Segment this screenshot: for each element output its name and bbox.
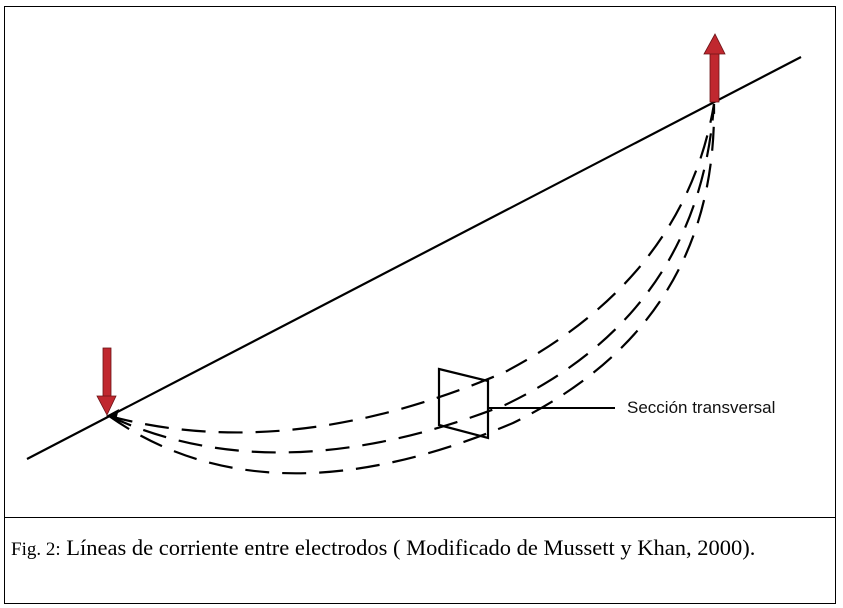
diagram-area: Sección transversal <box>5 7 835 517</box>
arrowhead-icon <box>106 409 119 420</box>
current-flow-lines <box>108 103 716 475</box>
current-lines-diagram: Sección transversal <box>26 33 802 475</box>
section-label: Sección transversal <box>627 398 775 417</box>
caption-text: Líneas de corriente entre electrodos ( M… <box>66 535 756 560</box>
current-line-1 <box>108 103 716 434</box>
figure-frame: Sección transversal Fig. 2: Líneas de co… <box>4 6 836 604</box>
cross-section-shape <box>437 367 490 440</box>
caption-divider <box>5 517 835 518</box>
current-line-3 <box>108 103 716 475</box>
figure-caption: Fig. 2: Líneas de corriente entre electr… <box>11 534 826 564</box>
current-line-2 <box>108 103 716 454</box>
caption-label: Fig. 2: <box>11 539 61 560</box>
ground-surface-line <box>26 56 802 460</box>
arrow-up-icon <box>703 33 726 103</box>
arrow-down-icon <box>96 347 117 416</box>
